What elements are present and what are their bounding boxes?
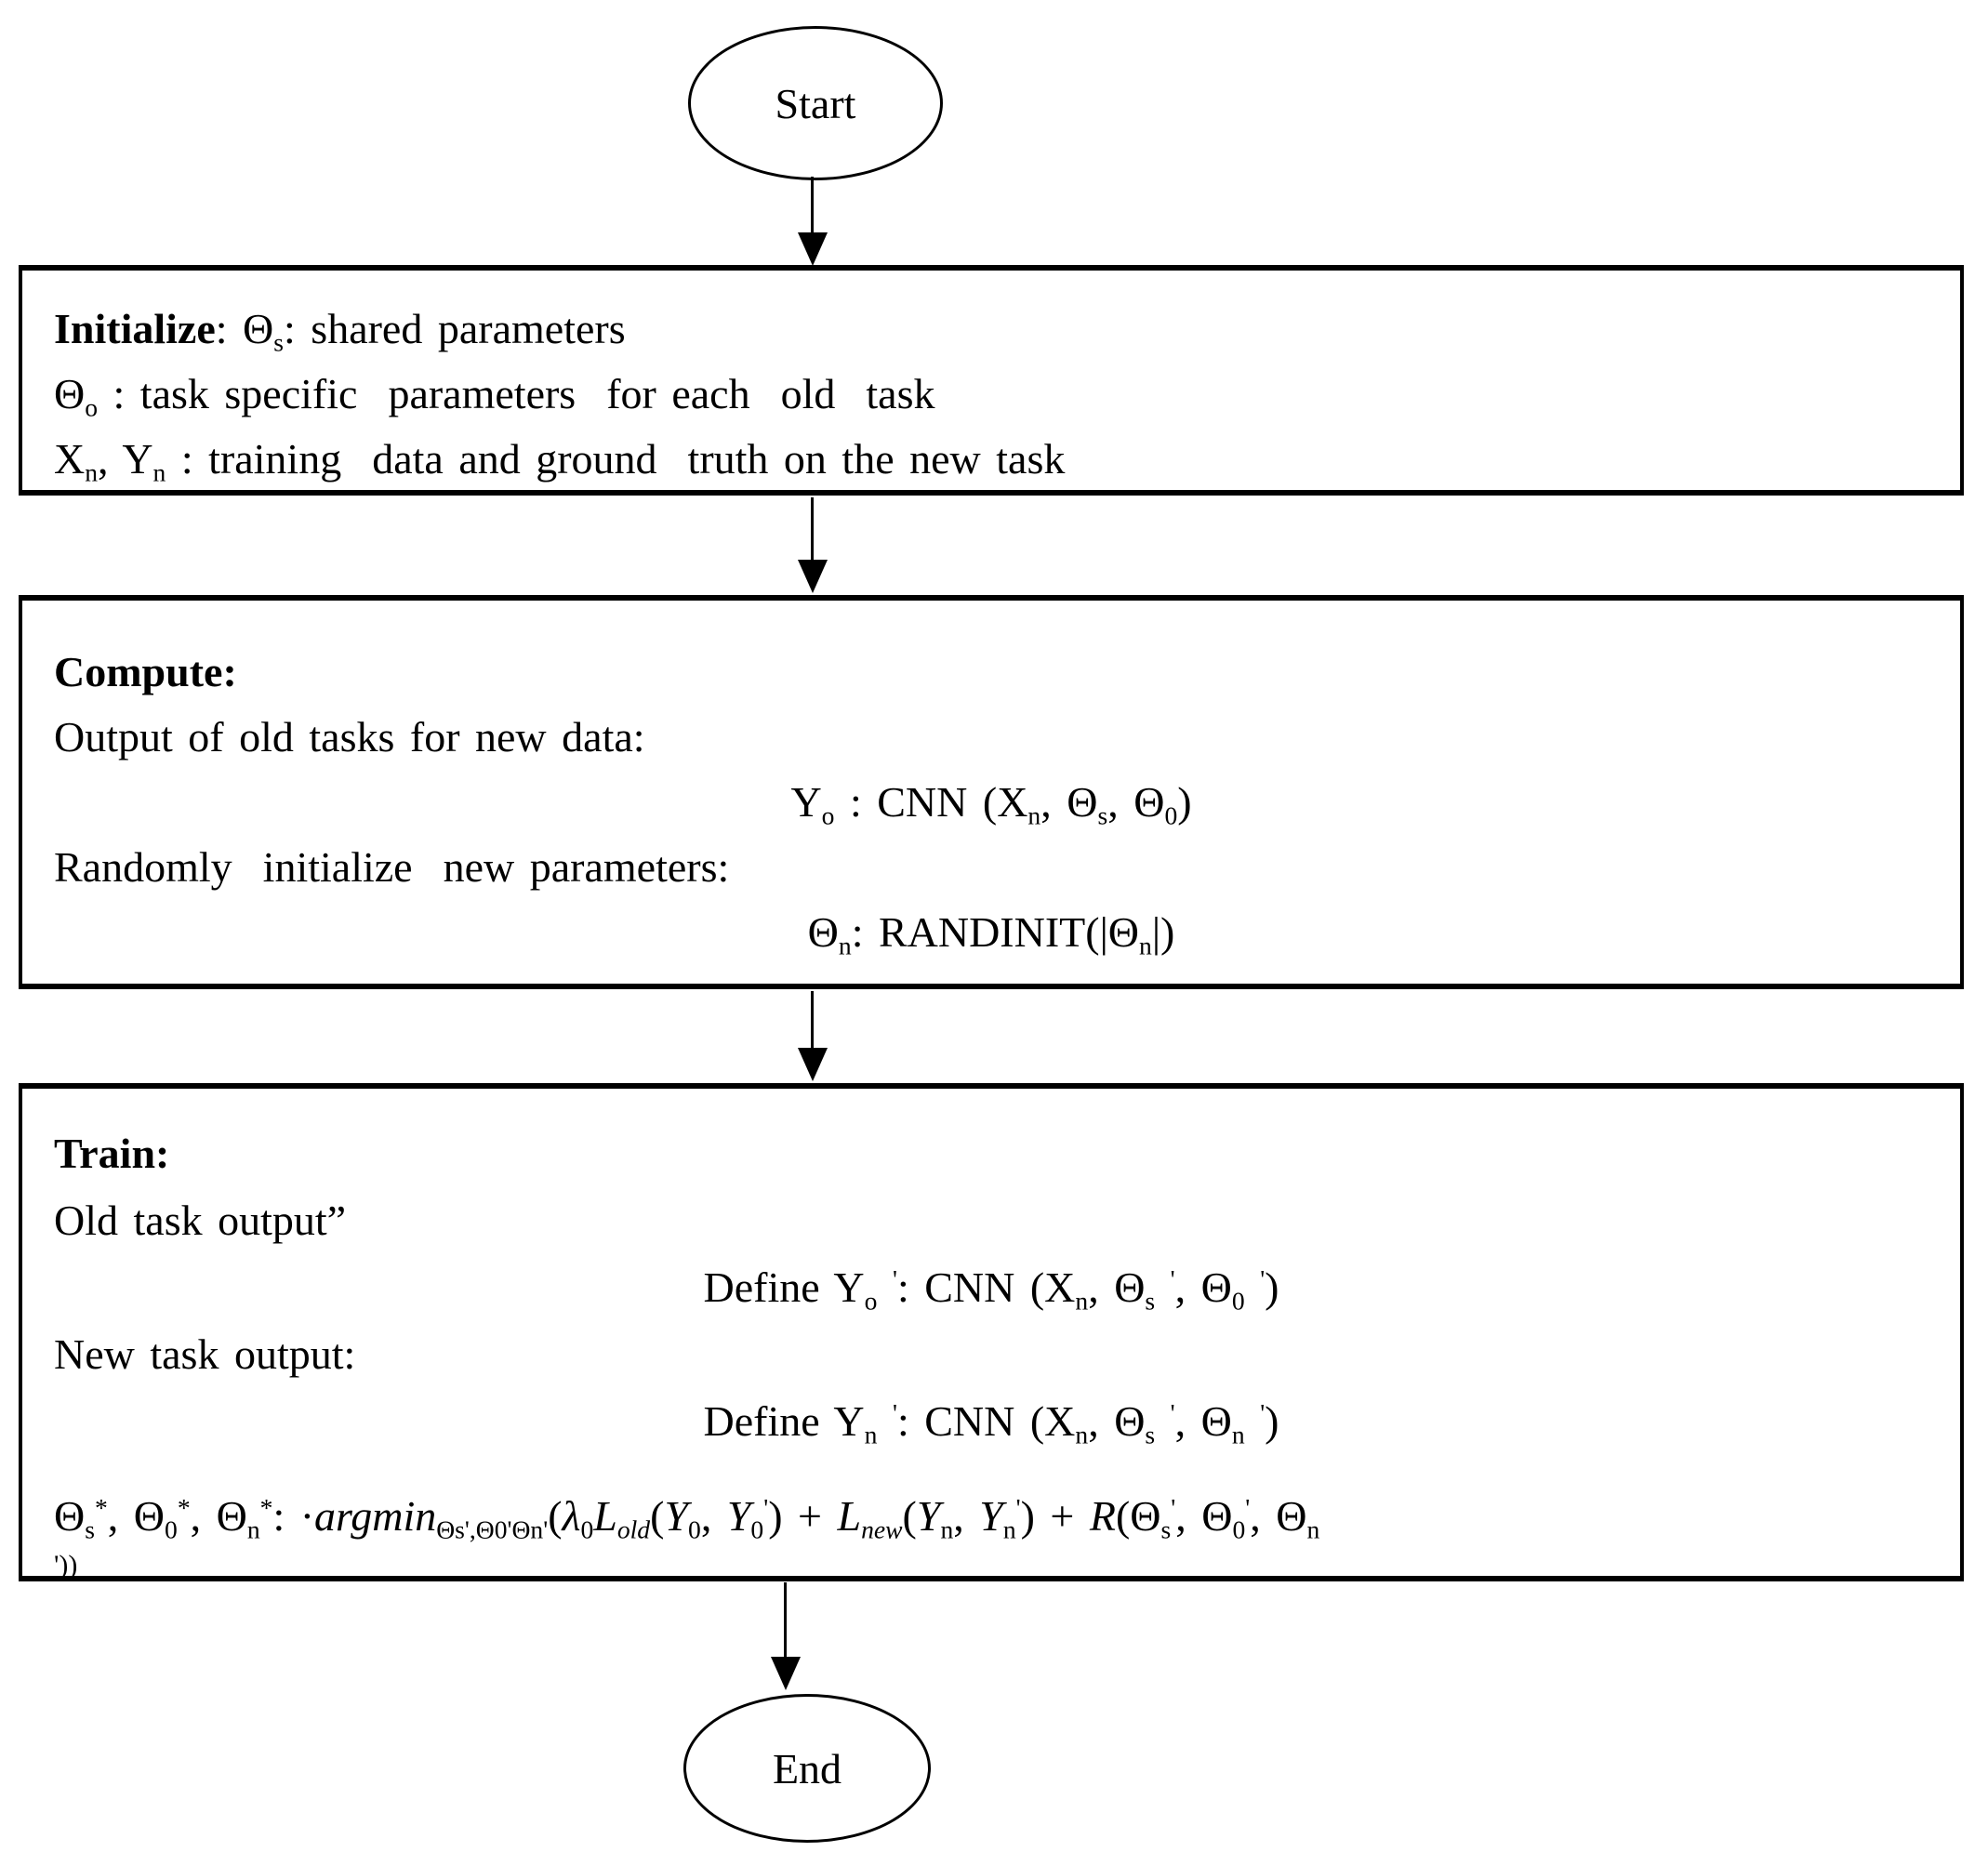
start-label: Start: [775, 79, 856, 127]
text-line: Output of old tasks for new data:: [54, 713, 645, 761]
text-line: Θo : task specific parameters for each o…: [54, 370, 935, 422]
text-line: Define Yo ': CNN (Xn, Θs ', Θ0 '): [703, 1263, 1279, 1316]
text-line: Θn: RANDINIT(|Θn|): [807, 908, 1175, 960]
text-line: ')): [54, 1550, 78, 1581]
text-line: Yo : CNN (Xn, Θs, Θ0): [790, 778, 1192, 830]
start-node: Start: [688, 26, 943, 180]
text-line: Randomly initialize new parameters:: [54, 843, 730, 891]
arrow-down-head-3: [798, 1048, 828, 1081]
arrow-down-head-2: [798, 560, 828, 593]
text-line: Old task output”: [54, 1197, 347, 1244]
arrow-down-line-2: [811, 497, 814, 562]
initialize-box: Initialize: Θs: shared parameters Θo : ta…: [19, 265, 1964, 496]
text-line: Xn, Yn : training data and ground truth …: [54, 435, 1066, 487]
arrow-down-line-3: [811, 991, 814, 1051]
text-line: Compute:: [54, 648, 237, 695]
text-line: Define Yn ': CNN (Xn, Θs ', Θn '): [703, 1397, 1279, 1449]
initialize-box-content: Initialize: Θs: shared parameters Θo : ta…: [22, 271, 1960, 490]
text-line: Train:: [54, 1130, 170, 1177]
compute-box-content: Compute: Output of old tasks for new data…: [22, 601, 1960, 965]
arrow-down-head-4: [771, 1657, 801, 1690]
text-line: Θs*, Θ0*, Θn*: ·argminΘs',Θ0'Θn'(λ0Lold(…: [54, 1492, 1320, 1544]
text-line: [54, 1455, 1928, 1483]
arrow-down-head-1: [798, 232, 828, 266]
end-node: End: [683, 1694, 931, 1843]
arrow-down-line-4: [784, 1582, 787, 1660]
train-box: Train: Old task output” Define Yo ': CNN (…: [19, 1083, 1964, 1581]
end-label: End: [772, 1744, 842, 1792]
text-line: New task output:: [54, 1330, 356, 1378]
text-line: Initialize: Θs: shared parameters: [54, 305, 626, 357]
arrow-down-line-1: [811, 177, 814, 236]
compute-box: Compute: Output of old tasks for new data…: [19, 595, 1964, 989]
train-box-content: Train: Old task output” Define Yo ': CNN (…: [22, 1089, 1960, 1581]
